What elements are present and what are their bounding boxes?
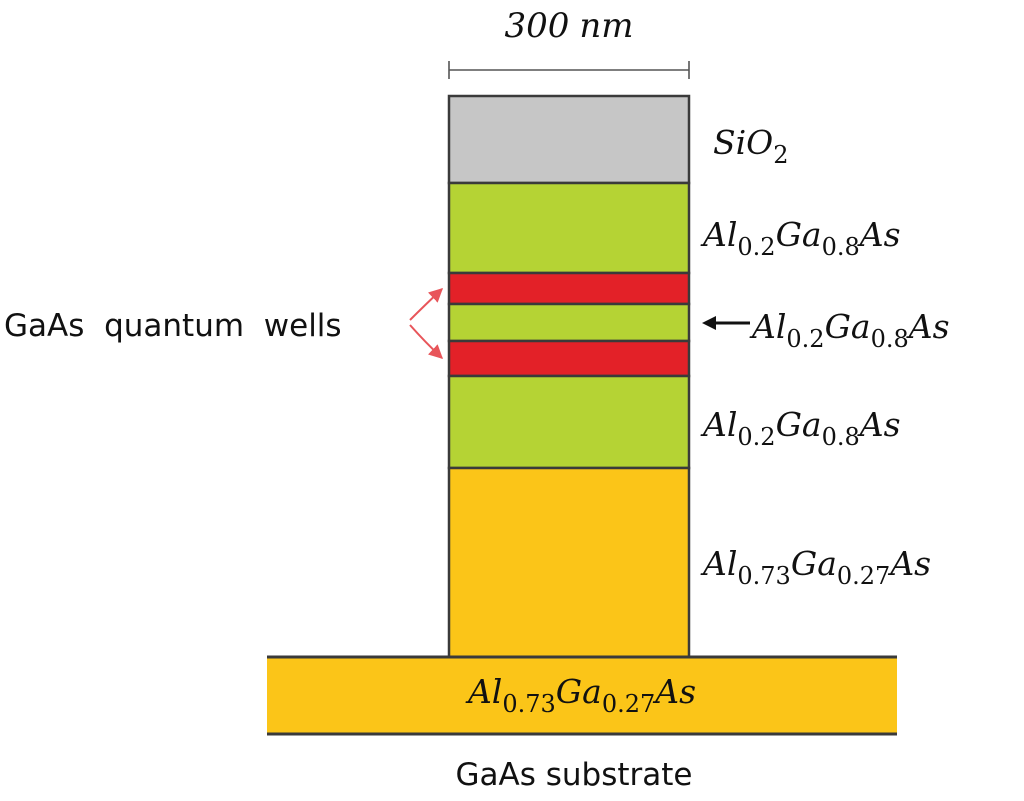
substrate-label: GaAs substrate — [456, 757, 693, 793]
layer-algaas-barrier — [447, 302, 691, 343]
label-algaas-top: Al0.2Ga0.8As — [700, 215, 901, 261]
qw-arrow-down-icon — [409, 324, 444, 359]
layer-sio2 — [447, 94, 691, 185]
label-algaas-bottom: Al0.2Ga0.8As — [700, 405, 901, 451]
label-sio2: SiO2 — [713, 123, 789, 169]
layer-algaas-top — [447, 181, 691, 275]
layer-stack — [447, 94, 691, 659]
quantum-well-1 — [447, 271, 691, 306]
label-algaas-barrier: Al0.2Ga0.8As — [749, 307, 950, 353]
qw-arrow-up-icon — [409, 288, 444, 321]
label-base-layer: Al0.73Ga0.27As — [465, 672, 696, 718]
quantum-well-2 — [447, 339, 691, 378]
layer-algaas-bottom — [447, 374, 691, 470]
barrier-arrowhead-icon — [702, 316, 716, 330]
quantum-wells-label: GaAs quantum wells — [4, 308, 342, 344]
label-algaas-073-pillar: Al0.73Ga0.27As — [700, 544, 931, 590]
layer-algaas-073-pillar — [447, 466, 691, 659]
base-layer — [267, 657, 897, 734]
